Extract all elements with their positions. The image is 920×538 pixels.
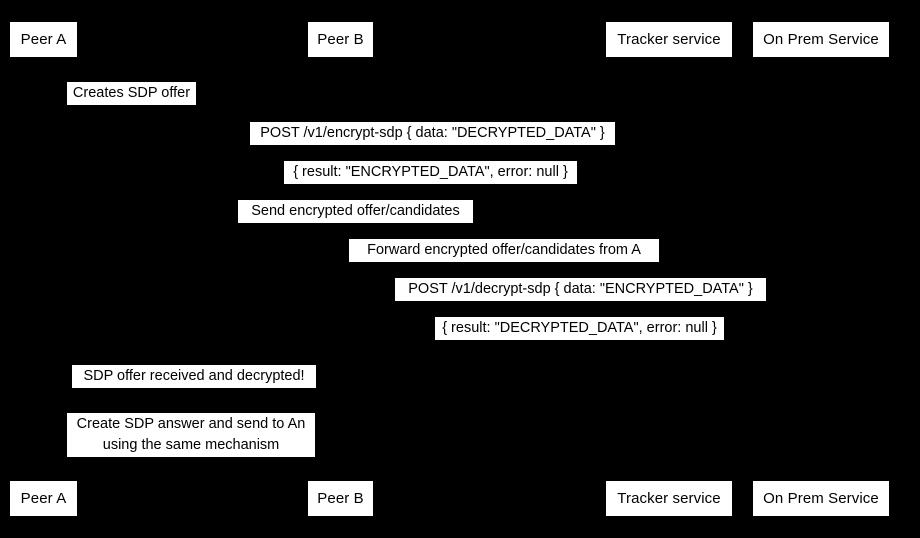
message-creates-sdp-offer-text: Creates SDP offer	[72, 85, 191, 101]
message-sdp-offer-received-text: SDP offer received and decrypted!	[83, 368, 305, 384]
message-post-decrypt-sdp[interactable]: POST /v1/decrypt-sdp { data: "ENCRYPTED_…	[395, 278, 766, 301]
participant-footer-peer-b-label: Peer B	[317, 490, 364, 507]
message-sdp-offer-received[interactable]: SDP offer received and decrypted!	[72, 365, 316, 388]
participant-header-peer-b-label: Peer B	[317, 31, 364, 48]
message-encrypt-sdp-result-text: { result: "ENCRYPTED_DATA", error: null …	[293, 164, 568, 180]
participant-footer-peer-a-label: Peer A	[20, 490, 67, 507]
message-post-encrypt-sdp-text: POST /v1/encrypt-sdp { data: "DECRYPTED_…	[260, 125, 605, 141]
message-create-sdp-answer-line-1: Create SDP answer and send to An	[76, 416, 306, 432]
lifeline-peer-a	[43, 57, 44, 481]
participant-header-on-prem-service[interactable]: On Prem Service	[753, 22, 889, 57]
message-post-encrypt-sdp[interactable]: POST /v1/encrypt-sdp { data: "DECRYPTED_…	[250, 122, 615, 145]
lifeline-peer-b	[340, 57, 341, 481]
message-send-encrypted-offer-text: Send encrypted offer/candidates	[251, 203, 460, 219]
message-decrypt-sdp-result[interactable]: { result: "DECRYPTED_DATA", error: null …	[435, 317, 724, 340]
message-creates-sdp-offer[interactable]: Creates SDP offer	[67, 82, 196, 105]
message-forward-encrypted-offer[interactable]: Forward encrypted offer/candidates from …	[349, 239, 659, 262]
participant-header-peer-a[interactable]: Peer A	[10, 22, 77, 57]
lifeline-on-prem-service	[821, 57, 822, 481]
participant-header-peer-a-label: Peer A	[20, 31, 67, 48]
message-encrypt-sdp-result[interactable]: { result: "ENCRYPTED_DATA", error: null …	[284, 161, 577, 184]
participant-footer-tracker-service[interactable]: Tracker service	[606, 481, 732, 516]
message-post-decrypt-sdp-text: POST /v1/decrypt-sdp { data: "ENCRYPTED_…	[408, 281, 753, 297]
message-create-sdp-answer[interactable]: Create SDP answer and send to An using t…	[67, 413, 315, 457]
participant-footer-tracker-service-label: Tracker service	[617, 490, 721, 507]
participant-header-on-prem-service-label: On Prem Service	[763, 31, 879, 48]
participant-footer-on-prem-service[interactable]: On Prem Service	[753, 481, 889, 516]
participant-footer-peer-b[interactable]: Peer B	[308, 481, 373, 516]
participant-header-peer-b[interactable]: Peer B	[308, 22, 373, 57]
message-forward-encrypted-offer-text: Forward encrypted offer/candidates from …	[367, 242, 641, 258]
message-send-encrypted-offer[interactable]: Send encrypted offer/candidates	[238, 200, 473, 223]
participant-header-tracker-service[interactable]: Tracker service	[606, 22, 732, 57]
participant-footer-on-prem-service-label: On Prem Service	[763, 490, 879, 507]
message-decrypt-sdp-result-text: { result: "DECRYPTED_DATA", error: null …	[442, 320, 717, 336]
participant-footer-peer-a[interactable]: Peer A	[10, 481, 77, 516]
lifeline-tracker-service	[668, 57, 669, 481]
message-create-sdp-answer-line-2: using the same mechanism	[102, 437, 280, 453]
participant-header-tracker-service-label: Tracker service	[617, 31, 721, 48]
